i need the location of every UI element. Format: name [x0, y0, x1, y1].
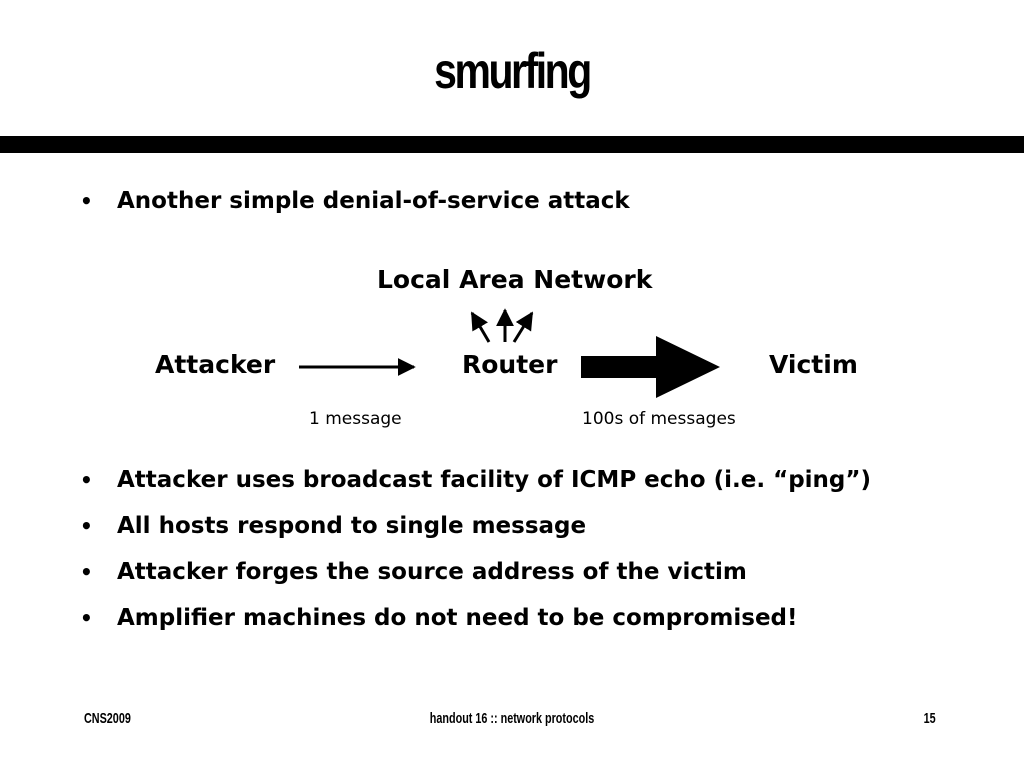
bullet-text: All hosts respond to single message	[117, 513, 587, 539]
bullet-glyph: •	[80, 468, 93, 492]
bullet-glyph: •	[80, 189, 93, 213]
bullet-glyph: •	[80, 514, 93, 538]
bullet-item: • Attacker uses broadcast facility of IC…	[80, 465, 871, 495]
bullet-text: Attacker uses broadcast facility of ICMP…	[117, 467, 872, 493]
amplified-messages-arrow	[581, 336, 720, 398]
bullet-item: • All hosts respond to single message	[80, 511, 586, 541]
broadcast-arrow-right	[512, 311, 534, 343]
footer-page-number: 15	[923, 710, 936, 727]
bullet-text: Amplifier machines do not need to be com…	[117, 605, 798, 631]
footer-handout: handout 16 :: network protocols	[429, 710, 595, 727]
bullet-item: • Attacker forges the source address of …	[80, 557, 747, 587]
router-label: Router	[462, 350, 558, 379]
slide-title: smurfing	[434, 43, 592, 99]
bullet-glyph: •	[80, 560, 93, 584]
bullet-text: Attacker forges the source address of th…	[117, 559, 747, 585]
bullet-item: • Another simple denial-of-service attac…	[80, 186, 630, 216]
broadcast-arrow-left	[470, 311, 491, 343]
lan-label: Local Area Network	[377, 265, 653, 294]
bullet-glyph: •	[80, 606, 93, 630]
bullet-text: Another simple denial-of-service attack	[117, 188, 630, 214]
attacker-label: Attacker	[155, 350, 276, 379]
bullet-item: • Amplifier machines do not need to be c…	[80, 603, 798, 633]
amplified-messages-caption: 100s of messages	[582, 409, 736, 429]
victim-label: Victim	[769, 350, 858, 379]
title-rule	[0, 136, 1024, 153]
footer-course: CNS2009	[84, 710, 131, 727]
single-message-caption: 1 message	[309, 409, 402, 429]
